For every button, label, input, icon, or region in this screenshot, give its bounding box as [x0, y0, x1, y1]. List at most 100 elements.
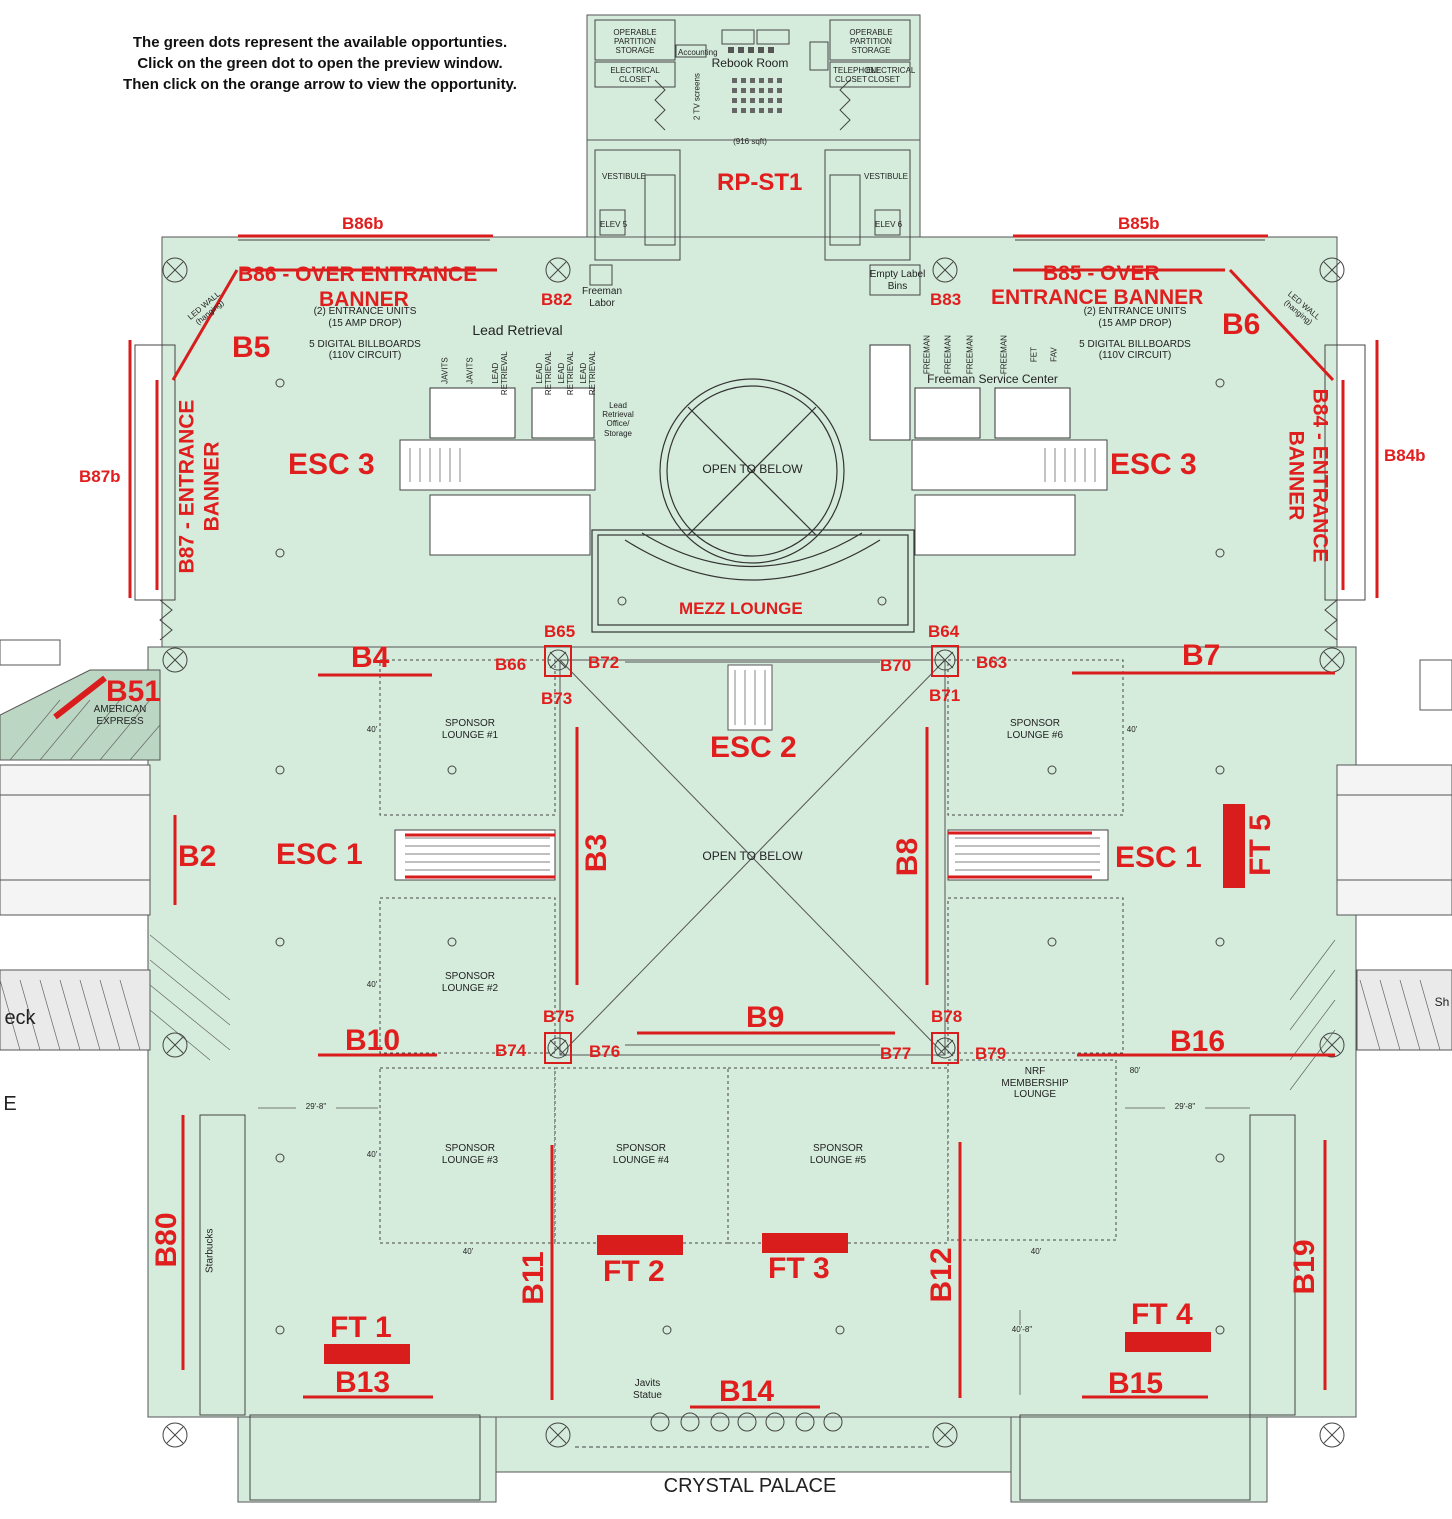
- b70-label[interactable]: B70: [880, 656, 912, 675]
- b6-label[interactable]: B6: [1222, 308, 1261, 341]
- accounting-label: Accounting: [678, 48, 718, 57]
- rebook-area-structure: [589, 19, 921, 296]
- freeman-labor-label: Freeman Labor: [582, 286, 623, 309]
- b10-label[interactable]: B10: [345, 1024, 401, 1057]
- esc3-left-label[interactable]: ESC 3: [288, 448, 375, 481]
- american-express-label: AMERICAN EXPRESS: [93, 704, 147, 727]
- b85-label[interactable]: B85 - OVER: [1043, 262, 1160, 285]
- b77-label[interactable]: B77: [880, 1044, 912, 1063]
- ft3-marker[interactable]: [762, 1233, 848, 1253]
- b75-label[interactable]: B75: [543, 1007, 575, 1026]
- ft2-marker[interactable]: [597, 1235, 683, 1255]
- ft3-label[interactable]: FT 3: [768, 1252, 830, 1285]
- b8-label[interactable]: B8: [891, 837, 924, 877]
- partial-label: E: [3, 1093, 17, 1115]
- esc2-label[interactable]: ESC 2: [710, 731, 797, 764]
- dimension-label: 40': [366, 1150, 378, 1159]
- tv-screens-label: 2 TV screens: [692, 73, 702, 121]
- ft4-marker[interactable]: [1125, 1332, 1211, 1352]
- b84-banner-label[interactable]: BANNER: [1284, 430, 1308, 521]
- lead-retrieval-label: Lead Retrieval: [472, 322, 563, 338]
- b87-banner-label[interactable]: BANNER: [200, 441, 224, 532]
- b79-label[interactable]: B79: [975, 1044, 1007, 1063]
- ft5-marker[interactable]: [1223, 804, 1245, 888]
- esc1-left-label[interactable]: ESC 1: [276, 838, 363, 871]
- dimension-label: 29'-8": [296, 1102, 336, 1112]
- rebook-room-seating: [728, 47, 774, 53]
- b4-label[interactable]: B4: [351, 641, 390, 674]
- b66-label[interactable]: B66: [495, 655, 527, 674]
- digital-billboards-label: 5 DIGITAL BILLBOARDS: [1079, 339, 1191, 350]
- b76-label[interactable]: B76: [589, 1042, 621, 1061]
- esc3-right-label[interactable]: ESC 3: [1110, 448, 1197, 481]
- lead-retrieval-booth-label: LEAD RETRIEVAL: [556, 351, 575, 396]
- sponsor-lounge-5-label: SPONSOR LOUNGE #5: [809, 1143, 867, 1166]
- escalator-2-steps: [734, 670, 766, 725]
- esc1-right-label[interactable]: ESC 1: [1115, 841, 1202, 874]
- b78-label[interactable]: B78: [931, 1007, 963, 1026]
- b82-label[interactable]: B82: [541, 290, 573, 309]
- b5-label[interactable]: B5: [232, 331, 271, 364]
- b11-label[interactable]: B11: [517, 1251, 550, 1305]
- ft4-label[interactable]: FT 4: [1131, 1298, 1193, 1331]
- b83-label[interactable]: B83: [930, 290, 962, 309]
- lead-retrieval-storage-label: Lead Retrieval Office/ Storage: [602, 401, 634, 438]
- ft1-marker[interactable]: [324, 1344, 410, 1364]
- b85-banner-label[interactable]: ENTRANCE BANNER: [991, 286, 1204, 309]
- b74-label[interactable]: B74: [495, 1041, 527, 1060]
- instruction-line: Then click on the orange arrow to view t…: [123, 76, 517, 93]
- ft2-label[interactable]: FT 2: [603, 1255, 665, 1288]
- partial-label: Sh: [1434, 995, 1450, 1009]
- b64-label[interactable]: B64: [928, 622, 960, 641]
- open-to-below-label: OPEN TO BELOW: [702, 849, 803, 863]
- b9-label[interactable]: B9: [746, 1001, 785, 1034]
- central-rotunda: [591, 378, 915, 633]
- rebook-room-label: Rebook Room: [711, 56, 789, 70]
- digital-billboards-label: 5 DIGITAL BILLBOARDS: [309, 339, 421, 350]
- b86-label[interactable]: B86 - OVER ENTRANCE: [238, 263, 478, 286]
- b51-label[interactable]: B51: [106, 675, 162, 708]
- rebook-room-chairs: [732, 78, 782, 113]
- ft5-label[interactable]: FT 5: [1244, 814, 1277, 876]
- b87-label[interactable]: B87 - ENTRANCE: [175, 399, 199, 574]
- b3-label[interactable]: B3: [580, 833, 613, 873]
- b15-label[interactable]: B15: [1108, 1367, 1164, 1400]
- b84-label[interactable]: B84 - ENTRANCE: [1308, 388, 1332, 563]
- b13-label[interactable]: B13: [335, 1366, 391, 1399]
- lead-retrieval-booth-label: LEAD RETRIEVAL: [578, 351, 597, 396]
- b2-label[interactable]: B2: [178, 840, 217, 873]
- partial-label: eck: [4, 1007, 36, 1029]
- b16-label[interactable]: B16: [1170, 1025, 1226, 1058]
- b73-label[interactable]: B73: [541, 689, 573, 708]
- sponsor-lounge-1-label: SPONSOR LOUNGE #1: [441, 718, 499, 741]
- b71-label[interactable]: B71: [929, 686, 961, 705]
- b14-label[interactable]: B14: [719, 1375, 775, 1408]
- b63-label[interactable]: B63: [976, 653, 1008, 672]
- elev6-label: ELEV 6: [875, 220, 903, 229]
- sponsor-lounges: [379, 659, 1124, 1244]
- opportunity-lines: [128, 234, 1379, 1409]
- escalator-3-structures: [399, 439, 1108, 556]
- b84b-label[interactable]: B84b: [1384, 446, 1426, 465]
- b65-label[interactable]: B65: [544, 622, 576, 641]
- freeman-booth-label: FREEMAN: [965, 335, 975, 375]
- exterior-structure: [0, 639, 1452, 1051]
- rebook-sqft-label: (916 sqft): [733, 137, 767, 146]
- rp-st1-label[interactable]: RP-ST1: [717, 169, 803, 196]
- electrical-closet-label: ELECTRICAL CLOSET: [610, 66, 660, 85]
- b86-banner-label[interactable]: BANNER: [319, 288, 409, 311]
- dimension-label: 40'-8": [1002, 1325, 1042, 1335]
- escalator-3-steps: [409, 448, 1096, 482]
- dimension-label: 40': [366, 725, 378, 734]
- b86b-label[interactable]: B86b: [342, 214, 384, 233]
- mezz-lounge-label[interactable]: MEZZ LOUNGE: [679, 599, 803, 618]
- b7-label[interactable]: B7: [1182, 639, 1221, 672]
- b80-label[interactable]: B80: [150, 1212, 183, 1268]
- b87b-label[interactable]: B87b: [79, 467, 121, 486]
- b85b-label[interactable]: B85b: [1118, 214, 1160, 233]
- ft1-label[interactable]: FT 1: [330, 1311, 392, 1344]
- b12-label[interactable]: B12: [925, 1247, 958, 1303]
- b19-label[interactable]: B19: [1288, 1239, 1321, 1295]
- b72-label[interactable]: B72: [588, 653, 620, 672]
- dimension-label: 40': [1126, 725, 1138, 734]
